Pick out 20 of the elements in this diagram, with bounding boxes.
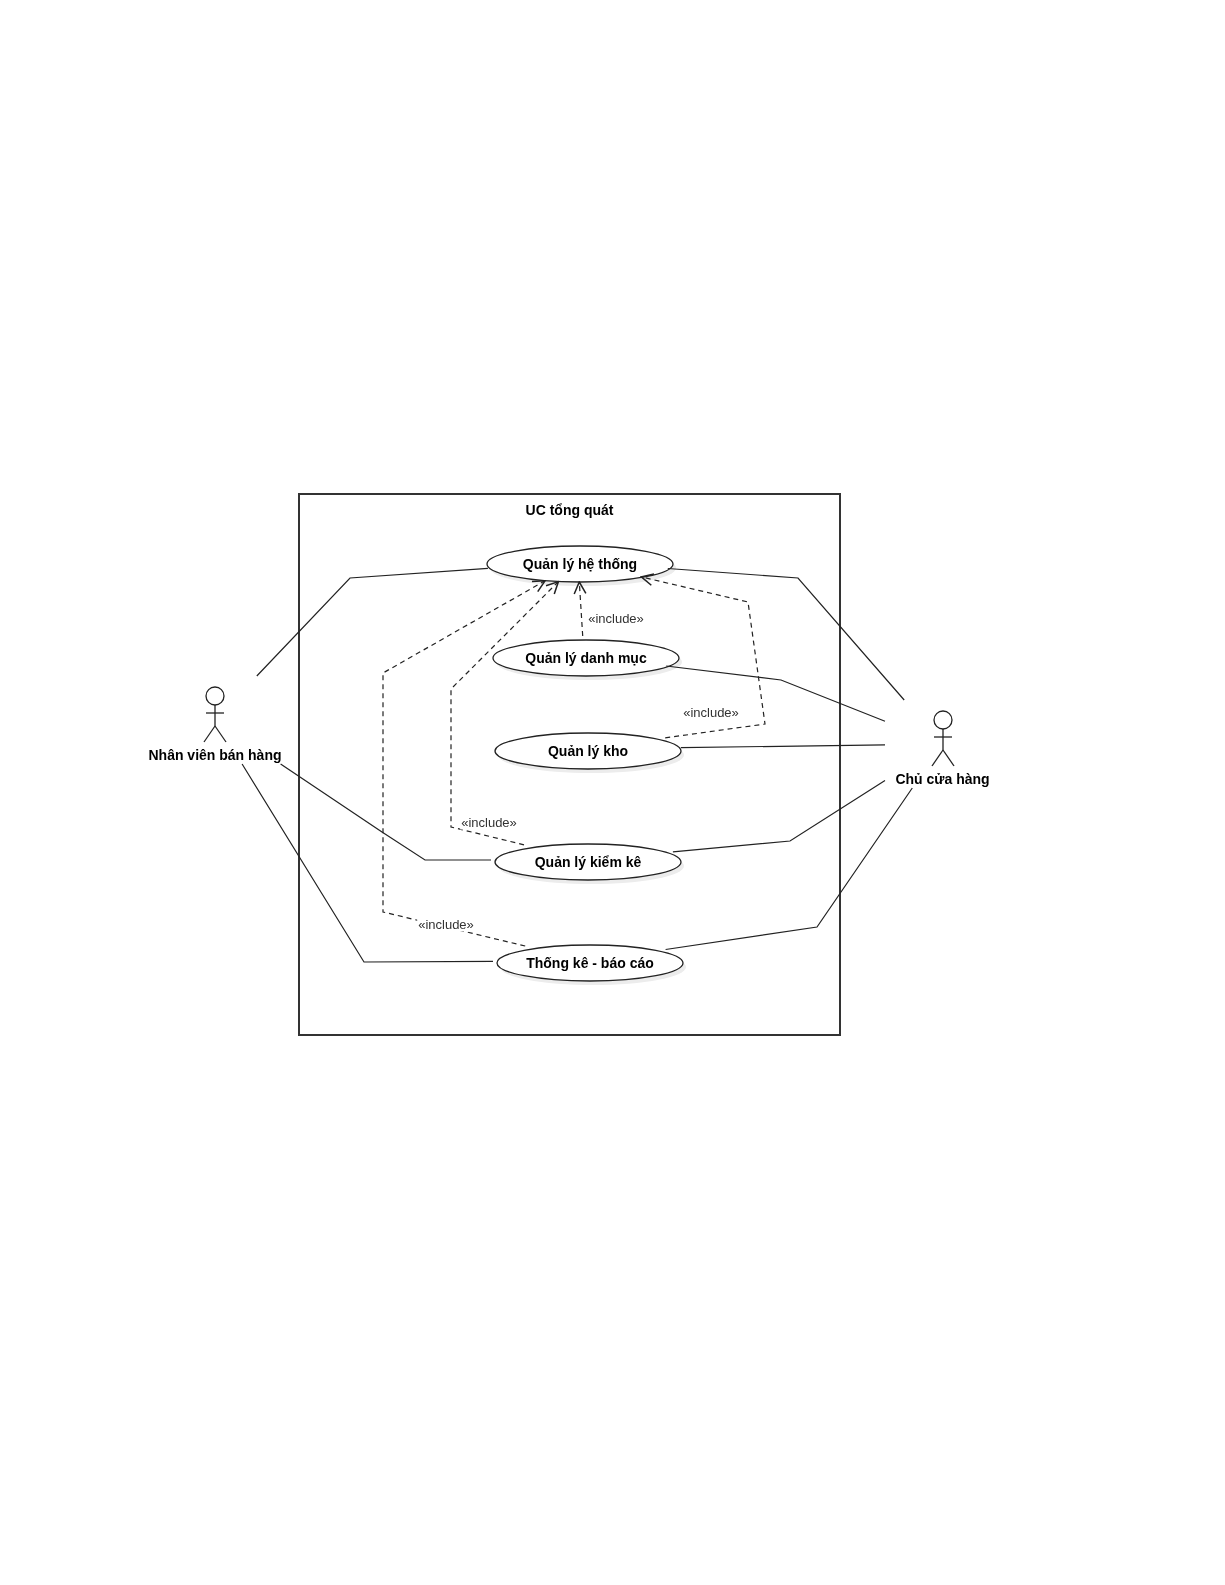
association-line	[241, 763, 494, 963]
include-arrow	[382, 580, 546, 947]
association-line	[665, 787, 913, 951]
association-line	[256, 567, 489, 677]
system-boundary	[298, 493, 841, 1036]
include-arrow	[573, 581, 587, 637]
association-line	[680, 744, 886, 749]
boundary-title: UC tổng quát	[524, 501, 615, 520]
use-case-ellipse: Quản lý hệ thống	[486, 545, 674, 583]
use-case-ellipse: Quản lý kho	[494, 732, 682, 770]
actor-name: Chủ cửa hàng	[895, 770, 990, 788]
edge-label: «include»	[417, 916, 475, 932]
actor-name: Nhân viên bán hàng	[148, 746, 282, 764]
include-arrow	[450, 580, 560, 846]
association-line	[280, 763, 492, 861]
use-case-ellipse: Thống kê - báo cáo	[496, 944, 684, 982]
include-arrow	[640, 573, 766, 739]
use-case-ellipse: Quản lý danh mục	[492, 639, 680, 677]
association-line	[672, 780, 886, 853]
use-case-ellipse: Quản lý kiểm kê	[494, 843, 682, 881]
